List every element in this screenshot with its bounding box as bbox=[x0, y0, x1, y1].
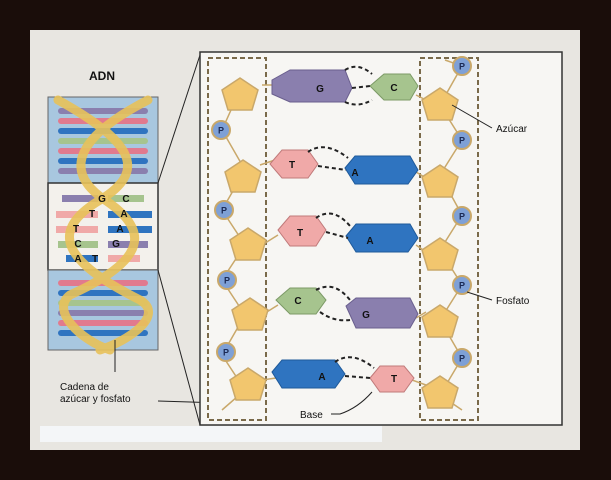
helix-letter: T bbox=[92, 254, 98, 265]
phosphate-label: P bbox=[459, 281, 465, 291]
base-letter: T bbox=[391, 374, 397, 385]
phosphates: P P P P P P P P P bbox=[211, 56, 472, 368]
sugar-pentagon bbox=[221, 77, 259, 111]
sugar-pentagon bbox=[421, 164, 459, 198]
helix-letter: C bbox=[74, 239, 81, 250]
base-T bbox=[269, 149, 319, 179]
phosphate: P bbox=[452, 130, 472, 150]
sugars-left bbox=[221, 77, 269, 401]
base-C bbox=[369, 73, 419, 101]
helix-strands bbox=[53, 95, 153, 355]
base-A bbox=[271, 359, 346, 389]
sugar-pentagon bbox=[231, 297, 269, 331]
base-letter: T bbox=[289, 160, 295, 171]
base-T bbox=[369, 365, 415, 393]
helix-letter: G bbox=[112, 239, 120, 250]
base-label: Base bbox=[300, 410, 323, 421]
base-letter: G bbox=[316, 84, 324, 95]
sugar-pentagon bbox=[421, 304, 459, 338]
cadena-label-line1: Cadena de bbox=[60, 382, 109, 393]
base-letter: C bbox=[294, 296, 301, 307]
base-pair-4: C G bbox=[275, 285, 419, 329]
helix-letter: A bbox=[120, 209, 127, 220]
base-letter: G bbox=[362, 310, 370, 321]
left-backbone-box bbox=[207, 57, 267, 421]
helix-letter: T bbox=[73, 224, 79, 235]
base-letter: A bbox=[318, 372, 325, 383]
base-G bbox=[345, 297, 419, 329]
helix-letter: T bbox=[89, 209, 95, 220]
helix-illustration: G C T A T A C G A T bbox=[47, 95, 159, 355]
phosphate: P bbox=[452, 275, 472, 295]
phosphate-label: P bbox=[218, 126, 224, 136]
base-pair-5: A T bbox=[271, 356, 415, 393]
base-pair-1: G C bbox=[271, 65, 419, 106]
phosphate: P bbox=[452, 206, 472, 226]
hydrogen-bonds bbox=[344, 65, 373, 106]
cadena-label-line2: azúcar y fosfato bbox=[60, 394, 131, 405]
right-backbone-box bbox=[419, 57, 479, 421]
hydrogen-bonds bbox=[334, 356, 375, 379]
base-letter: T bbox=[297, 228, 303, 239]
fosfato-leader bbox=[466, 291, 493, 301]
base-A bbox=[344, 155, 419, 185]
phosphate: P bbox=[452, 348, 472, 368]
diagram-title: ADN bbox=[89, 69, 115, 83]
phosphate: P bbox=[217, 270, 237, 290]
bottom-strip bbox=[40, 426, 382, 442]
zoom-lines bbox=[157, 54, 201, 426]
phosphate-label: P bbox=[224, 276, 230, 286]
hydrogen-bonds bbox=[315, 212, 351, 239]
phosphate-label: P bbox=[459, 212, 465, 222]
phosphate-label: P bbox=[221, 206, 227, 216]
phosphate-label: P bbox=[459, 62, 465, 72]
base-leader bbox=[331, 391, 373, 415]
sugar-pentagon bbox=[229, 227, 267, 261]
sugar-pentagon bbox=[224, 159, 262, 193]
base-T bbox=[277, 215, 327, 247]
hydrogen-bonds bbox=[315, 285, 351, 322]
sugar-pentagon bbox=[421, 375, 459, 409]
phosphate-label: P bbox=[223, 348, 229, 358]
sugar-pentagon bbox=[229, 367, 267, 401]
base-G bbox=[271, 69, 353, 103]
phosphate: P bbox=[214, 200, 234, 220]
helix-letter: C bbox=[122, 194, 129, 205]
azucar-leader bbox=[451, 104, 493, 129]
helix-letter: A bbox=[74, 254, 81, 265]
base-letter: A bbox=[351, 168, 358, 179]
phosphate: P bbox=[216, 342, 236, 362]
phosphate: P bbox=[452, 56, 472, 76]
base-letter: C bbox=[390, 83, 397, 94]
phosphate-label: P bbox=[459, 354, 465, 364]
sugar-pentagon bbox=[421, 237, 459, 271]
phosphate: P bbox=[211, 120, 231, 140]
helix-letters: G C T A T A C G A T bbox=[73, 194, 130, 265]
base-pair-3: T A bbox=[277, 212, 419, 253]
phosphate-label: P bbox=[459, 136, 465, 146]
sugar-pentagon bbox=[421, 87, 459, 121]
helix-letter: A bbox=[116, 224, 123, 235]
base-pair-2: T A bbox=[269, 146, 419, 185]
base-A bbox=[345, 223, 419, 253]
helix-letter: G bbox=[98, 194, 106, 205]
azucar-label: Azúcar bbox=[496, 124, 528, 135]
base-letter: A bbox=[366, 236, 373, 247]
fosfato-label: Fosfato bbox=[496, 296, 530, 307]
hydrogen-bonds bbox=[307, 146, 349, 171]
sugars-right bbox=[421, 87, 459, 409]
base-C bbox=[275, 287, 327, 315]
